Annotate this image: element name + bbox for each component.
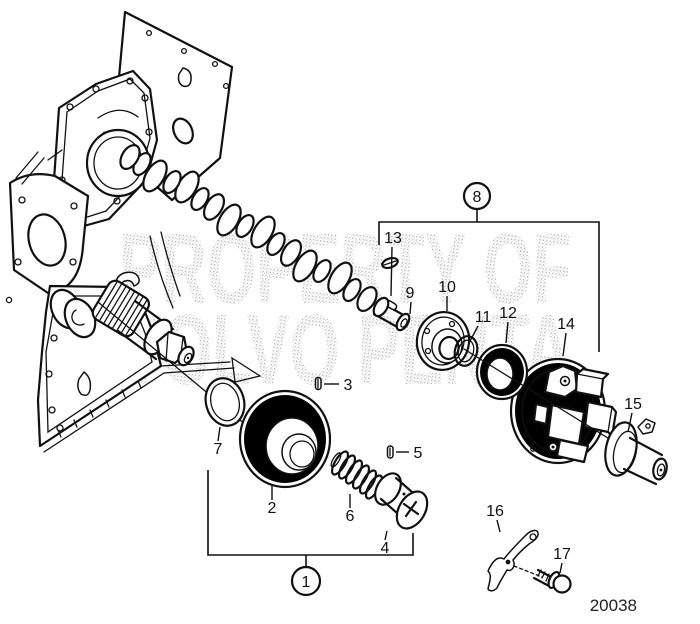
figure-number: 20038 (590, 596, 637, 615)
callout-12: 12 (499, 305, 517, 344)
callout-15: 15 (624, 396, 642, 433)
camshaft (119, 144, 411, 332)
idler-shaft-assembly (5, 271, 195, 367)
water-pump-flange (8, 149, 90, 295)
callout-16: 16 (486, 503, 504, 533)
spring-part6 (330, 450, 384, 500)
retainer-clip (115, 271, 140, 292)
hub-part15 (604, 418, 668, 486)
callout-label-5: 5 (414, 445, 423, 462)
hub-lug (637, 418, 656, 435)
circlip-part11 (453, 335, 479, 367)
callout-label-1: 1 (302, 574, 311, 591)
block-oval-hole (172, 117, 194, 145)
callout-14: 14 (557, 316, 575, 357)
callout-label-4: 4 (381, 540, 390, 557)
balance-gear-part14 (509, 357, 618, 465)
sealing-ring-part7 (204, 377, 246, 427)
callout-label-6: 6 (346, 508, 355, 525)
shaft-pointer-line (463, 348, 617, 444)
callout-label-10: 10 (438, 279, 456, 296)
callout-label-8: 8 (473, 189, 482, 206)
callout-label-13: 13 (384, 230, 402, 247)
callout-label-17: 17 (553, 546, 571, 563)
ball-bearing-part10 (415, 310, 471, 372)
callout-13: 13 (384, 230, 402, 297)
callout-label-15: 15 (624, 396, 642, 413)
flange-opening (27, 213, 67, 267)
callout-17: 17 (553, 546, 571, 574)
callout-group-1: 1 (207, 470, 414, 597)
bolt-part17 (532, 568, 572, 594)
callout-label-7: 7 (214, 441, 223, 458)
callout-label-11: 11 (475, 309, 492, 326)
callout-circle-1 (290, 565, 322, 597)
bushing-part4 (374, 472, 429, 530)
callout-2: 2 (268, 486, 277, 517)
plate-bottom-rim (43, 372, 165, 453)
woodruff-key-part13 (381, 256, 399, 270)
callout-label-3: 3 (344, 377, 353, 394)
bracket-1 (207, 470, 414, 556)
callout-label-16: 16 (486, 503, 504, 520)
bracket-8 (378, 221, 600, 352)
fork-bolt-dashed-line (513, 565, 543, 578)
callout-9: 9 (406, 285, 415, 315)
callout-label-9: 9 (406, 285, 415, 302)
callout-label-2: 2 (268, 500, 277, 517)
callout-3: 3 (324, 377, 353, 394)
callout-5: 5 (396, 445, 423, 462)
fork-tool-part16 (487, 529, 543, 592)
callout-group-8: 8 (378, 181, 600, 352)
callout-7: 7 (214, 426, 223, 458)
idler-timing-gear (91, 279, 151, 338)
callout-label-14: 14 (557, 316, 575, 333)
plate-corner-notch (231, 356, 262, 383)
pin-part3 (314, 376, 322, 391)
block-teardrop-hole (177, 67, 192, 88)
callout-10: 10 (438, 279, 456, 311)
callout-4: 4 (381, 530, 390, 557)
callout-circle-8 (462, 181, 492, 211)
callout-6: 6 (346, 494, 355, 525)
callout-label-12: 12 (499, 305, 517, 322)
flyweight-mechanism (532, 364, 618, 464)
idler-gear-part2 (238, 389, 332, 489)
callout-11: 11 (468, 309, 492, 344)
plate-teardrop-hole (77, 371, 92, 397)
pin-part5 (386, 445, 394, 459)
cover-edge-curves (149, 231, 181, 309)
